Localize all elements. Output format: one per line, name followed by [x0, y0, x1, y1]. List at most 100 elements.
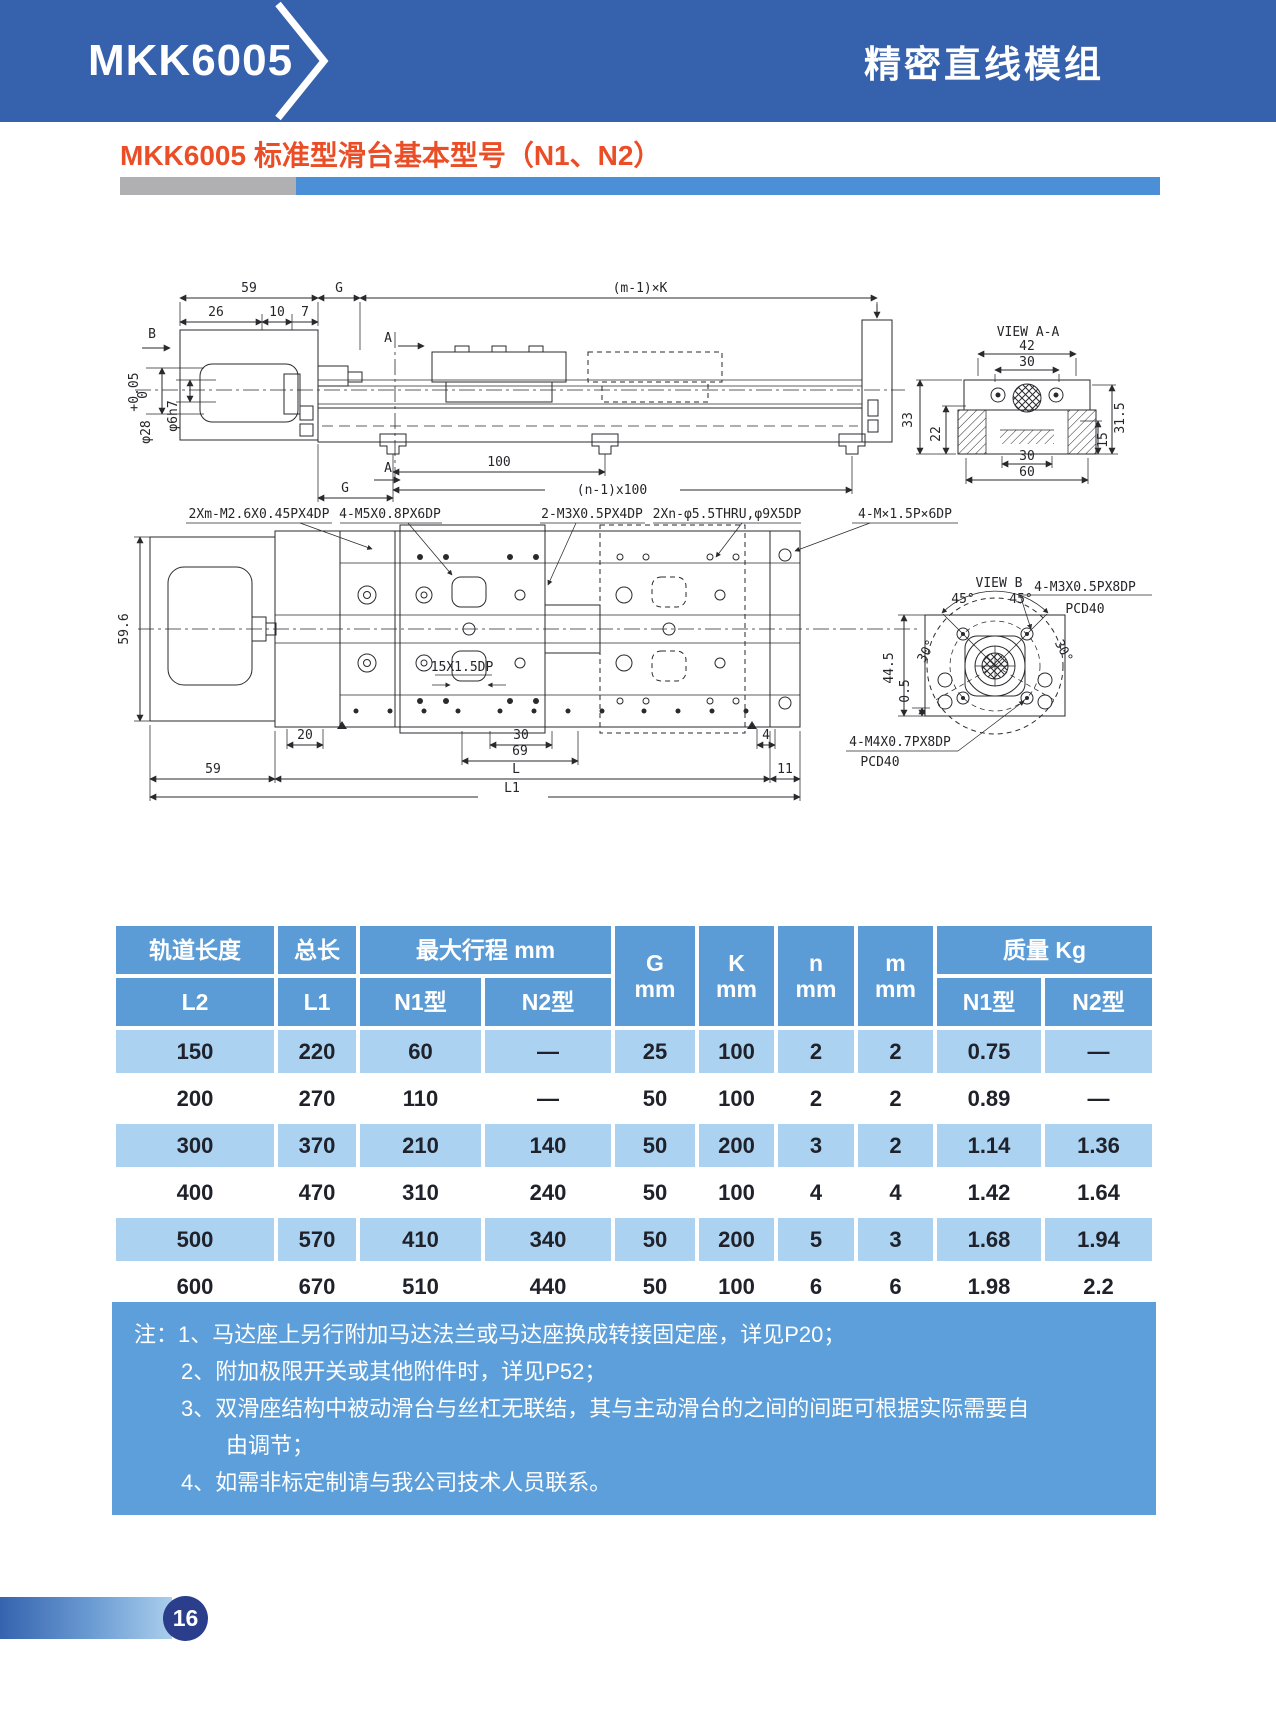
col-k-unit: mm: [716, 976, 757, 1002]
drawing-label: 33: [901, 412, 916, 428]
table-cell: —: [1045, 1077, 1152, 1120]
col-l1: L1: [278, 978, 356, 1026]
col-m-letter: m: [885, 949, 906, 976]
col-g: G mm: [615, 926, 695, 1026]
table-cell: —: [1045, 1030, 1152, 1073]
side-view-geometry: [135, 304, 905, 455]
drawing-label: 2-M3X0.5PX4DP: [541, 507, 643, 522]
drawing-label: 30: [513, 728, 529, 743]
table-cell: 1.98: [937, 1265, 1041, 1308]
table-cell: 600: [116, 1265, 274, 1308]
drawing-label: 4: [762, 728, 770, 743]
table-cell: 6: [778, 1265, 854, 1308]
table-cell: 100: [699, 1265, 774, 1308]
col-n-unit: mm: [795, 976, 837, 1002]
note-line: 由调节；: [226, 1433, 315, 1458]
table-cell: 6: [858, 1265, 933, 1308]
drawing-label: 30: [1019, 355, 1035, 370]
drawing-label: 2Xm-M2.6X0.45PX4DP: [189, 507, 330, 522]
drawing-label: 4-M4X0.7PX8DP: [849, 735, 951, 750]
col-stroke-n1: N1型: [360, 978, 481, 1026]
drawing-label: φ6h7: [166, 400, 181, 431]
drawing-label: 0.5: [898, 679, 913, 702]
table-cell: 400: [116, 1171, 274, 1214]
note-line: 注：1、马达座上另行附加马达法兰或马达座换成转接固定座，详见P20；: [134, 1322, 846, 1347]
top-view-dimensions: [134, 536, 801, 801]
table-cell: 50: [615, 1171, 695, 1214]
drawing-label: 59.6: [117, 613, 132, 644]
note-line: 4、如需非标定制请与我公司技术人员联系。: [181, 1470, 612, 1495]
table-cell: —: [485, 1030, 611, 1073]
table-cell: 4: [778, 1171, 854, 1214]
table-cell: 100: [699, 1030, 774, 1073]
table-cell: 270: [278, 1077, 356, 1120]
drawing-label: 31.5: [1113, 402, 1128, 433]
table-cell: 200: [699, 1124, 774, 1167]
top-view-callouts: [186, 522, 958, 586]
drawing-label: (n-1)x100: [577, 483, 647, 498]
table-cell: 60: [360, 1030, 481, 1073]
section-title: MKK6005 标准型滑台基本型号（N1、N2）: [120, 140, 662, 171]
footer-bar: [0, 1597, 172, 1639]
table-cell: 2.2: [1045, 1265, 1152, 1308]
drawing-label: 44.5: [882, 652, 897, 683]
table-cell: 2: [858, 1030, 933, 1073]
drawing-label: 15: [1096, 432, 1111, 448]
drawing-label: 2Xn-φ5.5THRU,φ9X5DP: [653, 507, 802, 522]
drawing-label: G: [335, 281, 343, 296]
drawing-label: 11: [777, 762, 793, 777]
drawing-label: φ28: [139, 420, 154, 443]
col-total-length: 总长: [278, 926, 356, 974]
table-cell: 370: [278, 1124, 356, 1167]
table-cell: 1.14: [937, 1124, 1041, 1167]
table-cell: 500: [116, 1218, 274, 1261]
drawing-label: 30°: [915, 637, 939, 665]
table-cell: 220: [278, 1030, 356, 1073]
model-title: MKK6005: [88, 36, 294, 85]
header-band: MKK6005 精密直线模组: [0, 0, 1276, 122]
table-cell: 25: [615, 1030, 695, 1073]
table-cell: 5: [778, 1218, 854, 1261]
col-l2: L2: [116, 978, 274, 1026]
table-cell: 410: [360, 1218, 481, 1261]
view-b-section: [846, 590, 1152, 752]
table-cell: 2: [778, 1030, 854, 1073]
page-number-badge: 16: [163, 1596, 208, 1641]
table-cell: 200: [699, 1218, 774, 1261]
col-weight-n1: N1型: [937, 978, 1041, 1026]
drawing-label: 30: [1019, 449, 1035, 464]
notes-panel: 注：1、马达座上另行附加马达法兰或马达座换成转接固定座，详见P20；2、附加极限…: [112, 1302, 1156, 1515]
col-g-unit: mm: [634, 976, 676, 1002]
col-m-unit: mm: [875, 976, 916, 1002]
table-cell: 140: [485, 1124, 611, 1167]
table-cell: 110: [360, 1077, 481, 1120]
table-cell: 340: [485, 1218, 611, 1261]
col-k: K mm: [699, 926, 774, 1026]
col-n: n mm: [778, 926, 854, 1026]
table-cell: 240: [485, 1171, 611, 1214]
drawing-label: A: [384, 331, 392, 346]
table-cell: 0.75: [937, 1030, 1041, 1073]
drawing-label: 4-M3X0.5PX8DP: [1034, 580, 1136, 595]
drawing-label: 20: [297, 728, 313, 743]
table-cell: 1.42: [937, 1171, 1041, 1214]
drawing-label: 100: [487, 455, 510, 470]
drawing-label: +0.05: [127, 372, 142, 411]
col-m: m mm: [858, 926, 933, 1026]
drawing-label: 42: [1019, 339, 1035, 354]
drawing-label: VIEW B: [976, 576, 1023, 591]
table-cell: 570: [278, 1218, 356, 1261]
drawing-label: 22: [929, 426, 944, 442]
table-cell: 50: [615, 1265, 695, 1308]
drawing-label: PCD40: [1065, 602, 1104, 617]
table-cell: 3: [858, 1218, 933, 1261]
drawing-label: 26: [208, 305, 224, 320]
table-cell: 4: [858, 1171, 933, 1214]
table-cell: 210: [360, 1124, 481, 1167]
drawing-label: L1: [504, 781, 520, 796]
drawing-label: 4-M5X0.8PX6DP: [339, 507, 441, 522]
